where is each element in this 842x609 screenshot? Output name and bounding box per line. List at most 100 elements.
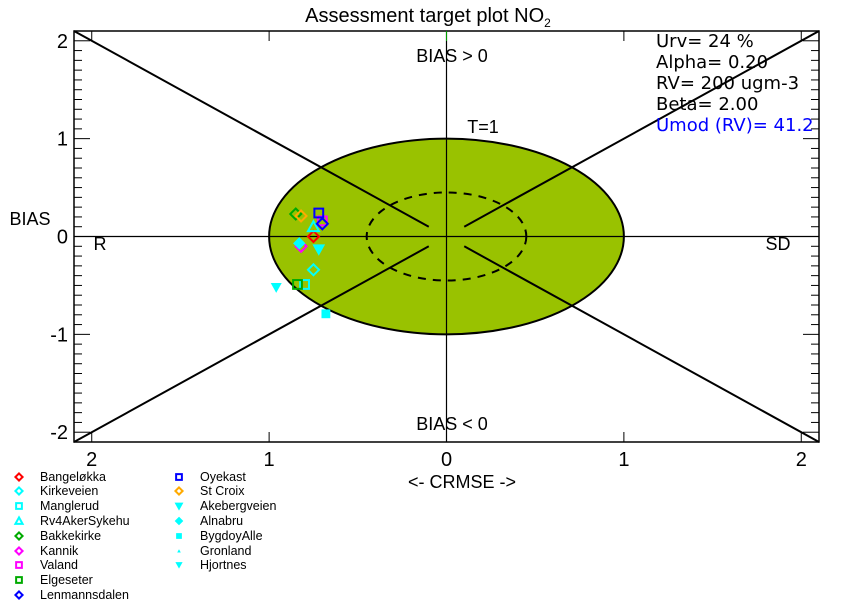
y-tick-label: 0: [57, 227, 68, 249]
marker-diamond: [13, 486, 25, 497]
legend-item: Lenmannsdalen: [12, 587, 129, 602]
legend-label: Lenmannsdalen: [40, 587, 129, 602]
diamond-marker: [293, 237, 306, 250]
legend-item: Bangeløkka: [12, 469, 106, 484]
legend-marker-icon: [13, 545, 25, 556]
diamond-marker: [13, 486, 25, 497]
legend-label: Elgeseter: [40, 573, 93, 588]
diamond-marker: [315, 216, 330, 231]
triangle-down-marker: [175, 562, 183, 569]
legend-label: Valand: [40, 558, 78, 573]
square-marker: [15, 561, 23, 570]
legend-marker-icon: [13, 515, 25, 525]
triangle-marker: [306, 219, 321, 233]
legend-marker-icon: [15, 502, 23, 510]
marker-square: [175, 472, 183, 481]
legend-label: Oyekast: [200, 469, 246, 484]
legend-label: Bangeløkka: [40, 469, 107, 484]
marker-tri-down-fill: [175, 562, 183, 569]
marker-triangle-small: [177, 548, 181, 552]
diamond-marker: [306, 229, 321, 244]
square-marker: [15, 502, 23, 510]
marker-diamond-fill: [174, 516, 184, 526]
y-tick-label: -2: [50, 422, 68, 444]
parameter-text: Beta= 2.00: [656, 94, 758, 115]
marker-diamond: [306, 262, 321, 277]
chart-title: Assessment target plot NO2: [305, 5, 551, 30]
legend-item: Manglerud: [12, 499, 99, 514]
legend-item: Rv4AkerSykehu: [12, 513, 130, 528]
legend-marker-icon: [13, 530, 25, 541]
parameter-text: Alpha= 0.20: [656, 52, 768, 73]
legend-marker-icon: [176, 532, 182, 539]
legend-item: Hjortnes: [172, 558, 247, 573]
sd-label: SD: [765, 234, 790, 254]
marker-triangle: [13, 515, 25, 525]
diagonal-line: [73, 30, 430, 228]
x-axis-label: <- CRMSE ->: [408, 472, 516, 492]
marker-square-fill: [321, 309, 331, 319]
marker-square: [15, 576, 23, 584]
marker-diamond: [173, 486, 185, 497]
legend-marker-icon: [175, 472, 183, 481]
y-tick-label: -1: [50, 324, 68, 346]
legend-label: Kannik: [40, 543, 79, 558]
parameter-text: Urv= 24 %: [656, 31, 754, 52]
legend-marker-icon: [175, 562, 183, 569]
legend-label: Gronland: [200, 543, 252, 558]
r-label: R: [94, 234, 107, 254]
marker-diamond: [13, 530, 25, 541]
legend-item: St Croix: [172, 484, 244, 499]
legend-item: Akebergveien: [172, 499, 276, 514]
x-tick-label: 1: [264, 449, 275, 471]
legend-marker-icon: [13, 486, 25, 497]
legend-marker-icon: [13, 471, 25, 482]
marker-tri-down-open: [174, 502, 184, 511]
marker-diamond: [13, 545, 25, 556]
legend-label: Bakkekirke: [40, 528, 102, 543]
diamond-marker: [13, 589, 25, 600]
x-tick-label: 0: [441, 449, 452, 471]
legend-marker-icon: [15, 576, 23, 584]
legend-item: Bakkekirke: [12, 528, 101, 543]
legend-marker-icon: [13, 589, 25, 600]
marker-diamond: [13, 471, 25, 482]
legend-label: Manglerud: [40, 499, 100, 514]
marker-square: [299, 279, 310, 290]
parameter-text: Umod (RV)= 41.2: [656, 115, 814, 136]
marker-diamond: [306, 229, 321, 244]
target-label: T=1: [467, 117, 499, 137]
legend-label: St Croix: [200, 484, 245, 499]
marker-diamond: [13, 589, 25, 600]
marker-triangle-small: [316, 244, 322, 250]
legend-item: Gronland: [172, 543, 251, 558]
x-tick-label: 2: [796, 449, 807, 471]
legend-marker-icon: [174, 516, 184, 526]
legend-item: Kannik: [12, 543, 78, 558]
marker-diamond: [294, 209, 308, 223]
legend-item: BygdoyAlle: [172, 528, 263, 543]
square-marker: [313, 207, 325, 219]
legend-item: Kirkeveien: [12, 484, 98, 499]
diamond-marker: [306, 262, 321, 277]
diagonal-line: [73, 245, 430, 443]
marker-square-fill: [176, 532, 182, 539]
y-axis-label: BIAS: [9, 209, 50, 229]
legend-label: Alnabru: [200, 513, 244, 528]
legend-label: BygdoyAlle: [200, 528, 263, 543]
x-tick-label: 2: [86, 449, 97, 471]
diamond-marker: [13, 471, 25, 482]
marker-diamond-fill: [293, 237, 306, 250]
square-marker: [15, 576, 23, 584]
marker-square: [15, 502, 23, 510]
legend-item: Oyekast: [172, 469, 246, 484]
legend-marker-icon: [173, 486, 185, 497]
square-marker: [175, 472, 183, 481]
legend-item: Alnabru: [172, 513, 243, 528]
diamond-marker: [294, 209, 308, 223]
marker-square: [292, 279, 303, 290]
bias-negative-label: BIAS < 0: [416, 414, 488, 434]
square-marker: [299, 279, 310, 290]
